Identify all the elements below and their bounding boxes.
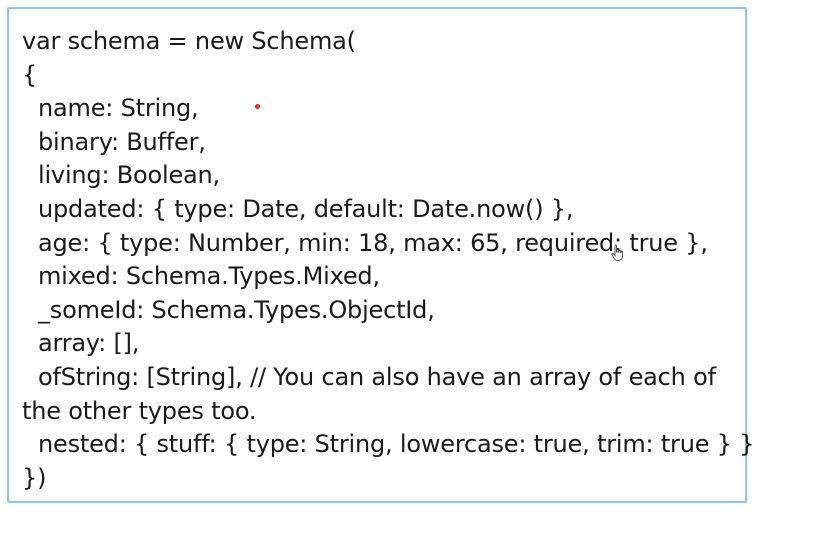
code-line: nested: { stuff: { type: String, lowerca… <box>38 430 755 459</box>
code-line: mixed: Schema.Types.Mixed, <box>38 262 380 291</box>
code-line: name: String, <box>38 94 199 123</box>
code-line: living: Boolean, <box>38 161 220 190</box>
code-line: _someId: Schema.Types.ObjectId, <box>38 295 435 324</box>
code-line: age: { type: Number, min: 18, max: 65, r… <box>38 228 708 257</box>
code-block: var schema = new Schema( { name: String,… <box>22 25 755 495</box>
code-line: binary: Buffer, <box>38 127 206 156</box>
code-slide-frame: var schema = new Schema( { name: String,… <box>7 7 755 503</box>
code-line: }) <box>22 463 47 492</box>
code-line: updated: { type: Date, default: Date.now… <box>38 194 574 223</box>
hand-pointer-icon <box>611 244 623 261</box>
code-line: ofString: [String], // You can also have… <box>38 362 716 391</box>
laser-dot-icon <box>255 104 260 109</box>
code-line: the other types too. <box>22 396 257 425</box>
code-line: array: [], <box>38 329 140 358</box>
code-line: var schema = new Schema( <box>22 27 356 55</box>
code-line: { <box>22 60 38 89</box>
